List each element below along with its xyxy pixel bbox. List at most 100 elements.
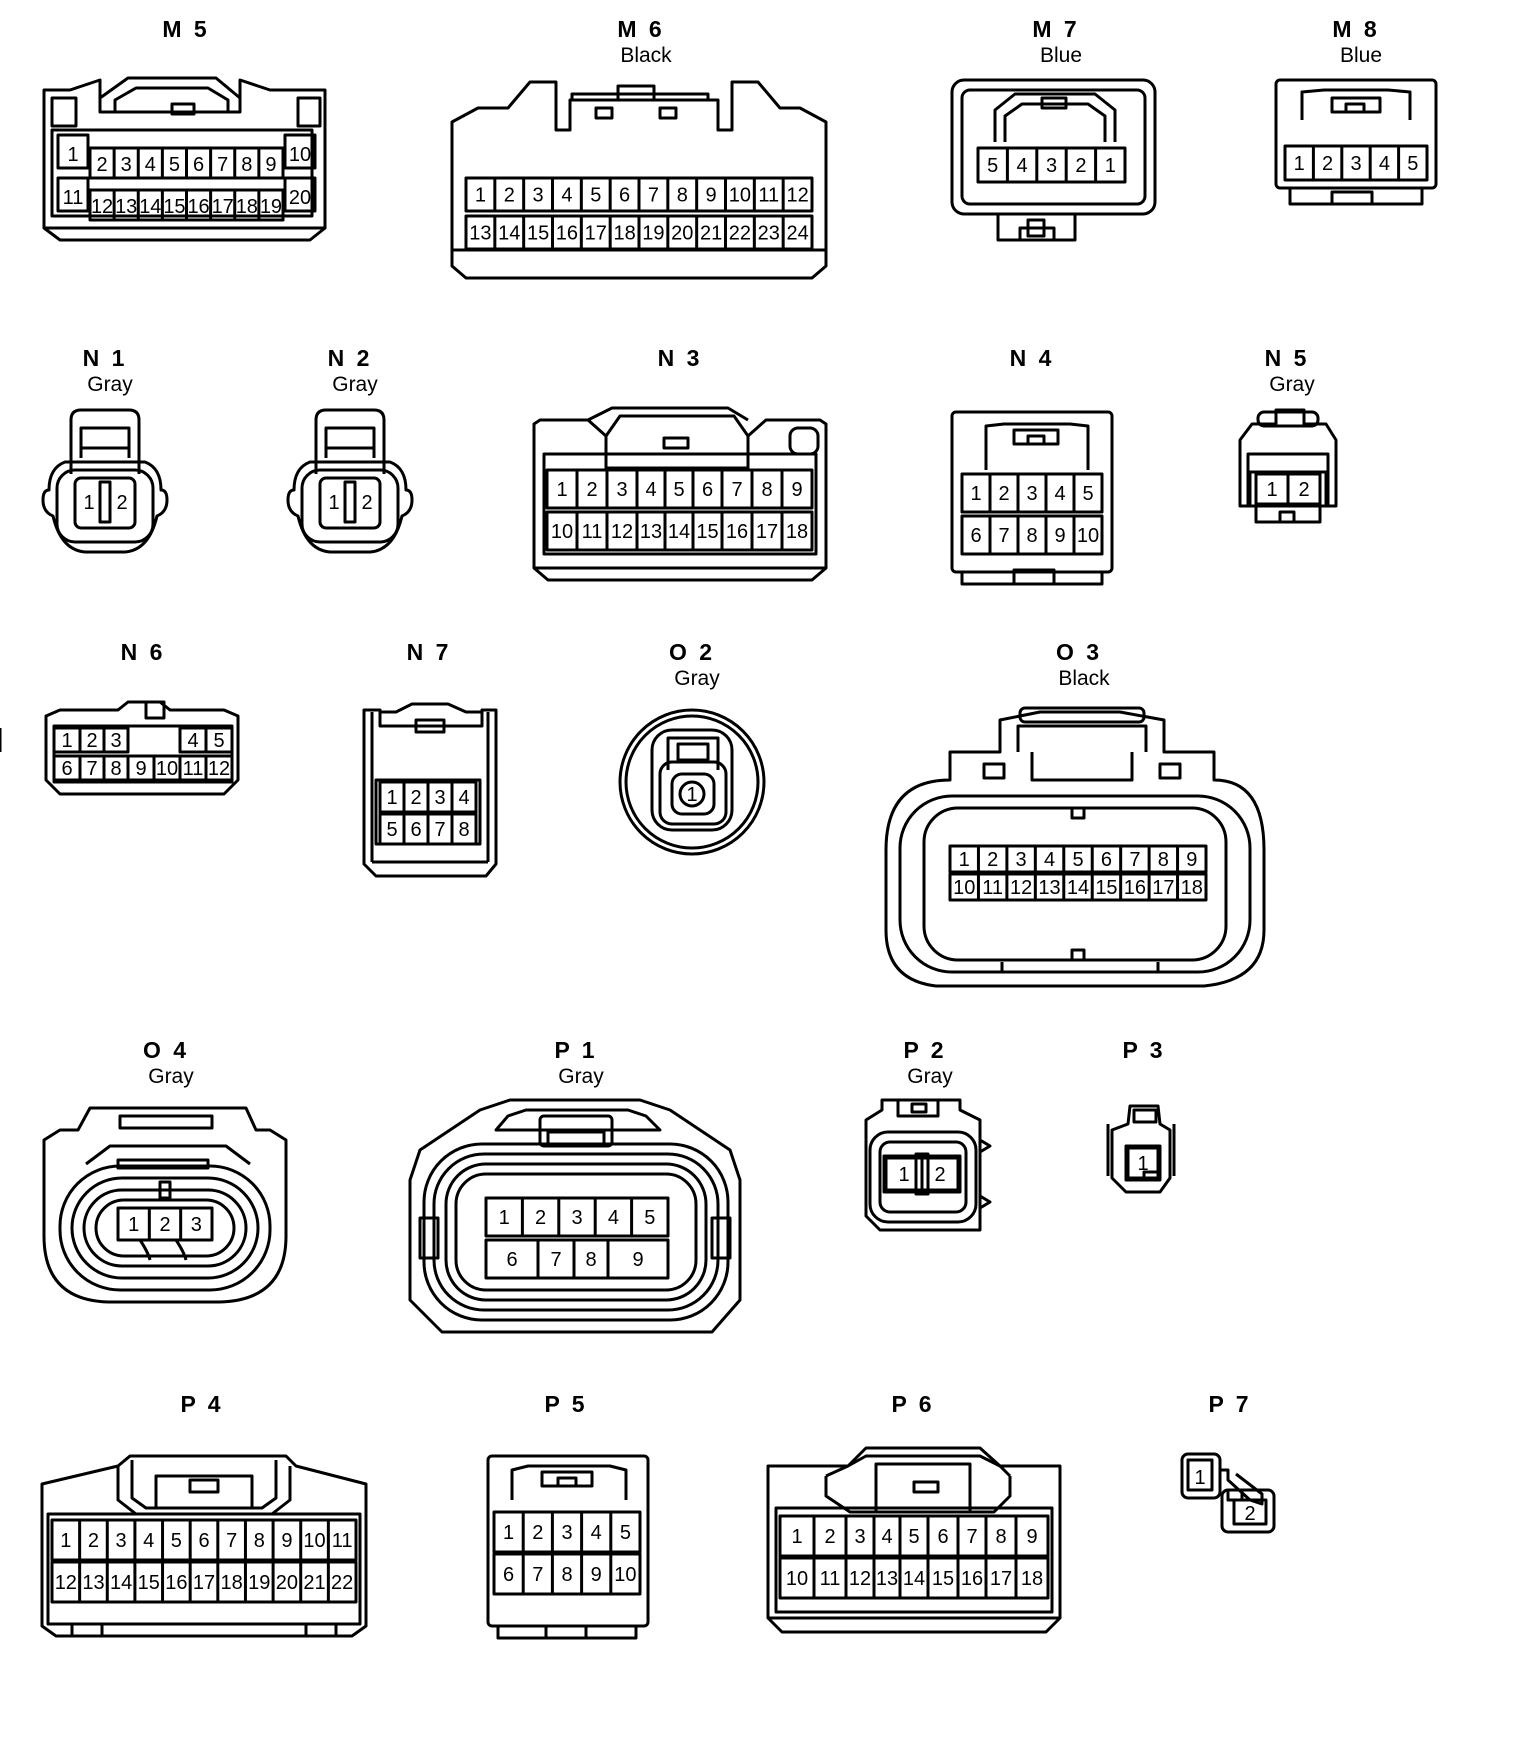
pin-label: 6 xyxy=(503,1564,514,1586)
pin-label: 11 xyxy=(183,758,204,780)
pin-label: 19 xyxy=(248,1572,270,1594)
pin-label: 13 xyxy=(1038,877,1060,899)
pin-label: 17 xyxy=(585,223,607,245)
pin-label: 19 xyxy=(260,196,282,218)
pin-label: 7 xyxy=(86,758,97,780)
pin-label: 9 xyxy=(591,1564,602,1586)
pin-label: 18 xyxy=(613,223,635,245)
pin-label: 6 xyxy=(1101,849,1112,871)
pin-label: 15 xyxy=(138,1572,160,1594)
connector-id: P 2 xyxy=(903,1037,946,1063)
pin-label: 9 xyxy=(632,1249,643,1271)
pin-label: 11 xyxy=(332,1530,353,1552)
connector-id: O 2 xyxy=(669,639,715,665)
pin-label: 10 xyxy=(289,144,311,166)
connector-id: M 7 xyxy=(1032,16,1079,42)
pin-label: 3 xyxy=(1350,153,1361,175)
pin-label: 5 xyxy=(1082,483,1093,505)
pin-label: 7 xyxy=(550,1249,561,1271)
pin-label: 2 xyxy=(361,492,372,514)
pin-label: 2 xyxy=(88,1530,99,1552)
pin-label: 4 xyxy=(561,185,572,207)
pin-label: 10 xyxy=(786,1568,808,1590)
pin-label: 15 xyxy=(696,521,718,543)
pin-label: 2 xyxy=(934,1164,945,1186)
pin-label: 12 xyxy=(91,196,113,218)
pin-label: 11 xyxy=(758,185,779,207)
pin-label: 5 xyxy=(644,1207,655,1229)
pin-label: 17 xyxy=(756,521,778,543)
pin-label: 6 xyxy=(198,1530,209,1552)
pin-label: 18 xyxy=(786,521,808,543)
pin-label: 3 xyxy=(434,787,445,809)
pin-label: 2 xyxy=(97,154,108,176)
pin-label: 2 xyxy=(998,483,1009,505)
pin-label: 1 xyxy=(970,483,981,505)
pin-label: 7 xyxy=(217,154,228,176)
pin-label: 3 xyxy=(1046,155,1057,177)
pin-label: 4 xyxy=(591,1522,602,1544)
pin-label: 9 xyxy=(1186,849,1197,871)
pin-label: 12 xyxy=(786,185,808,207)
pin-label: 9 xyxy=(1026,1526,1037,1548)
pin-label: 9 xyxy=(281,1530,292,1552)
connector-p3: P 31 xyxy=(1106,1037,1176,1194)
pin-label: 1 xyxy=(1266,479,1277,501)
pin-label: 5 xyxy=(908,1526,919,1548)
pin-label: 8 xyxy=(677,185,688,207)
pin-label: 12 xyxy=(1010,877,1032,899)
pin-label: 9 xyxy=(791,479,802,501)
pin-label: 2 xyxy=(1244,1503,1255,1525)
pin-label: 5 xyxy=(213,730,224,752)
pin-label: 13 xyxy=(640,521,662,543)
pin-label: 15 xyxy=(1095,877,1117,899)
pin-label: 15 xyxy=(527,223,549,245)
pin-label: 6 xyxy=(937,1526,948,1548)
pin-label: 9 xyxy=(265,154,276,176)
pin-label: 8 xyxy=(1026,525,1037,547)
connector-color: Gray xyxy=(332,373,378,396)
pin-label: 2 xyxy=(987,849,998,871)
connector-color: Blue xyxy=(1340,44,1382,67)
connector-color: Blue xyxy=(1040,44,1082,67)
pin-label: 1 xyxy=(475,185,486,207)
pin-label: 3 xyxy=(191,1214,202,1236)
connector-id: O 4 xyxy=(143,1037,189,1063)
connector-id: N 4 xyxy=(1010,345,1055,371)
pin-label: 14 xyxy=(1067,877,1089,899)
pin-label: 10 xyxy=(729,185,751,207)
connector-id: P 3 xyxy=(1122,1037,1165,1063)
connector-id: N 5 xyxy=(1265,345,1310,371)
pin-label: 3 xyxy=(533,185,544,207)
pin-label: 11 xyxy=(982,877,1003,899)
pin-label: 9 xyxy=(135,758,146,780)
pin-label: 4 xyxy=(187,730,198,752)
pin-label: 8 xyxy=(561,1564,572,1586)
pin-label: 16 xyxy=(165,1572,187,1594)
pin-label: 7 xyxy=(532,1564,543,1586)
connector-color: Gray xyxy=(907,1065,953,1088)
connector-color: Gray xyxy=(87,373,133,396)
connector-id: O 3 xyxy=(1056,639,1102,665)
pin-label: 18 xyxy=(1181,877,1203,899)
pin-label: 1 xyxy=(959,849,970,871)
pin-label: 17 xyxy=(193,1572,215,1594)
pin-label: 4 xyxy=(1054,483,1065,505)
pin-label: 16 xyxy=(187,196,209,218)
connector-id: M 8 xyxy=(1332,16,1379,42)
pin-label: 2 xyxy=(159,1214,170,1236)
pin-label: 12 xyxy=(611,521,633,543)
pin-label: 6 xyxy=(702,479,713,501)
pin-label: 9 xyxy=(706,185,717,207)
pin-label: 5 xyxy=(386,819,397,841)
pin-label: 10 xyxy=(953,877,975,899)
connector-id: P 5 xyxy=(544,1391,587,1417)
pin-label: 3 xyxy=(1016,849,1027,871)
pin-label: 21 xyxy=(700,223,722,245)
pin-label: 6 xyxy=(193,154,204,176)
pin-label: 7 xyxy=(648,185,659,207)
